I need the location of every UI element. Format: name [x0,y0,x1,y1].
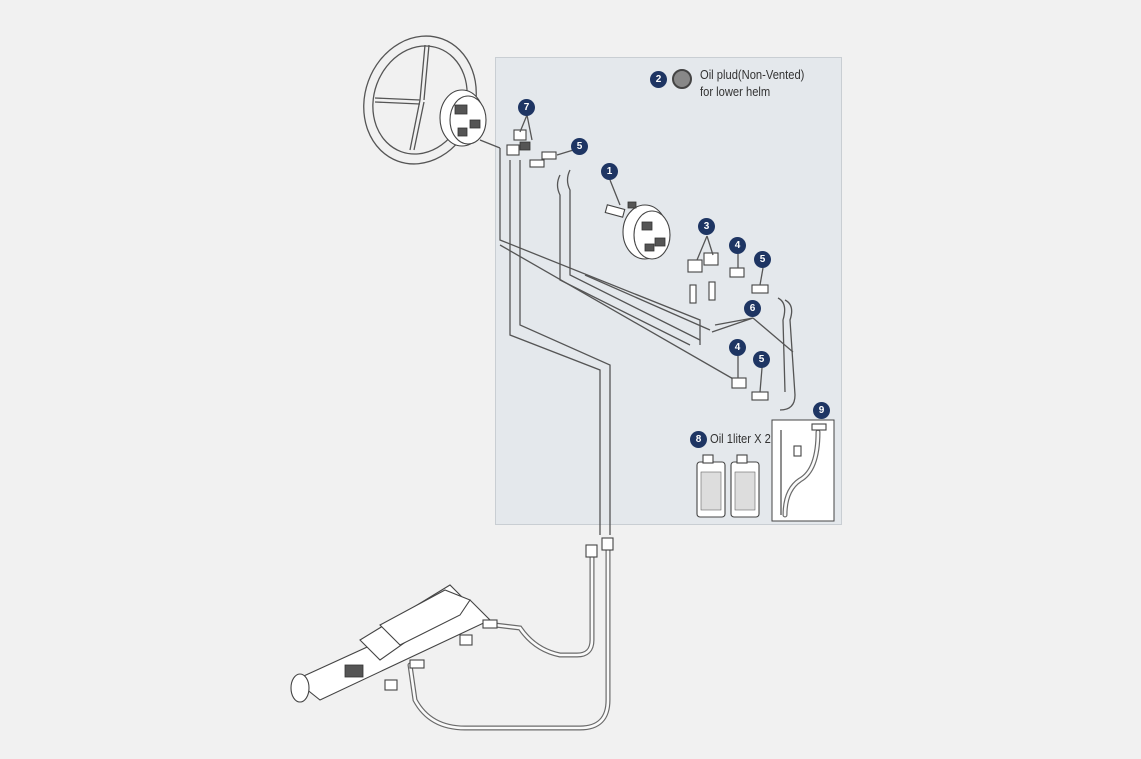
callout-leaders [519,114,794,393]
callout-2-badge: 2 [650,71,667,88]
oil-bottles-label: Oil 1liter X 2 [710,431,771,446]
oil-plug-label-line2: for lower helm [700,84,771,99]
filler-tube-kit [771,419,835,522]
callout-8-badge: 8 [690,431,707,448]
callout-5-badge-top: 5 [571,138,588,155]
callout-5-badge-mid: 5 [754,251,771,268]
callout-4-badge-bottom: 4 [729,339,746,356]
callout-3-badge: 3 [698,218,715,235]
upper-helm [439,89,501,149]
elbow-fittings [687,252,719,304]
callout-4-badge-top: 4 [729,237,746,254]
oil-bottles [696,454,760,518]
adapter-fittings [729,267,769,401]
oil-plug-label-line1: Oil plud(Non-Vented) [700,67,805,82]
oil-plug-icon [672,69,692,89]
hydraulic-hoses [407,537,614,731]
callout-5-badge-bottom: 5 [753,351,770,368]
callout-7-badge: 7 [518,99,535,116]
callout-6-badge: 6 [744,300,761,317]
callout-9-badge: 9 [813,402,830,419]
hydraulic-tubes [499,148,796,535]
steering-cylinder [290,584,498,703]
lower-helm [604,201,671,260]
tee-fittings [506,129,557,168]
callout-1-badge: 1 [601,163,618,180]
